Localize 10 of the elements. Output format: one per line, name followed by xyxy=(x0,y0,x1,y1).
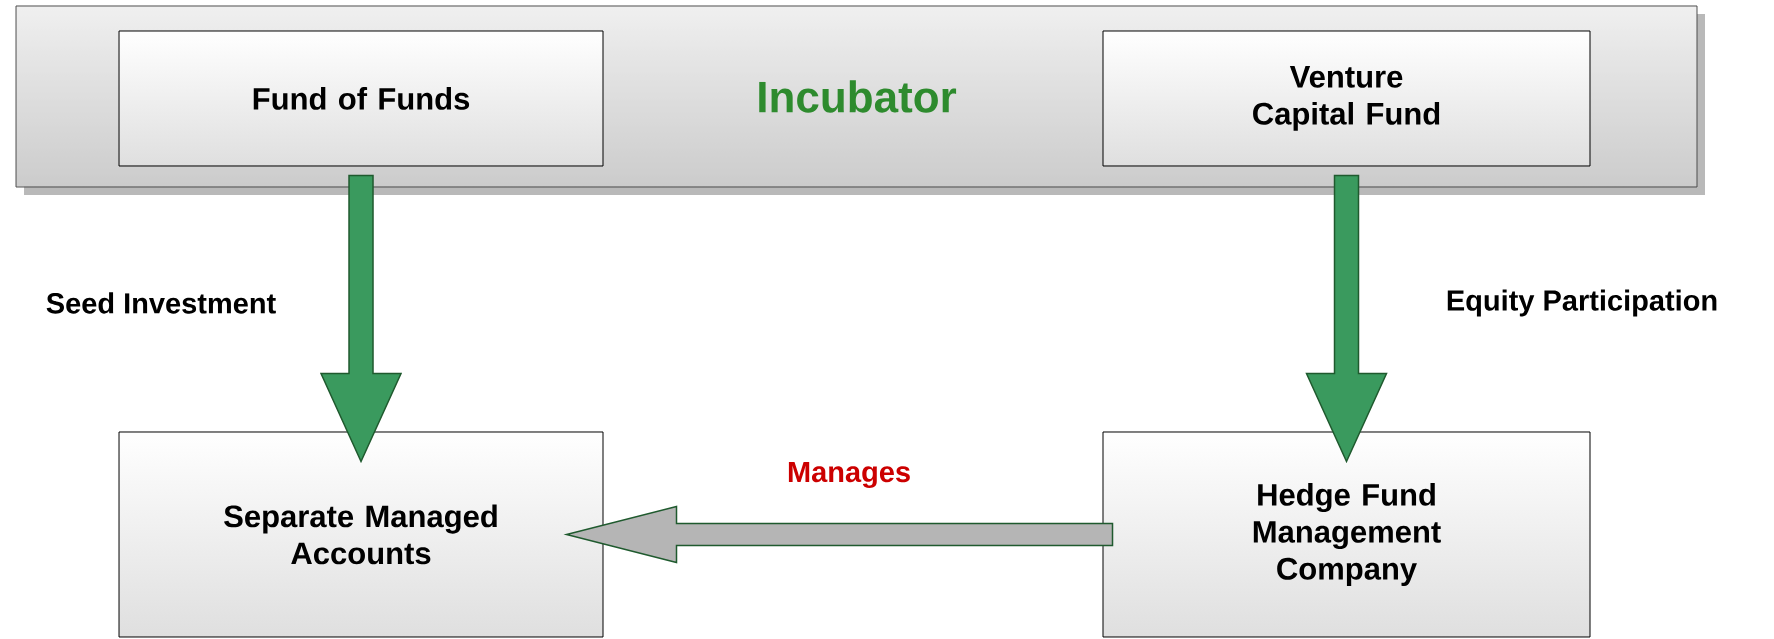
edge-label: Seed Investment xyxy=(43,290,279,316)
block-arrow xyxy=(563,505,1114,564)
fund-box: Venture Capital Fund xyxy=(1102,30,1591,167)
company-box: Hedge Fund Management Company xyxy=(1102,431,1591,638)
edge-label: Equity Participation xyxy=(1443,287,1721,319)
block-arrow xyxy=(319,174,403,464)
fund-box: Fund of Funds xyxy=(118,30,604,167)
block-arrow xyxy=(1305,174,1388,464)
account-box: Separate Managed Accounts xyxy=(118,431,604,638)
edge-label: Manages xyxy=(784,459,914,491)
